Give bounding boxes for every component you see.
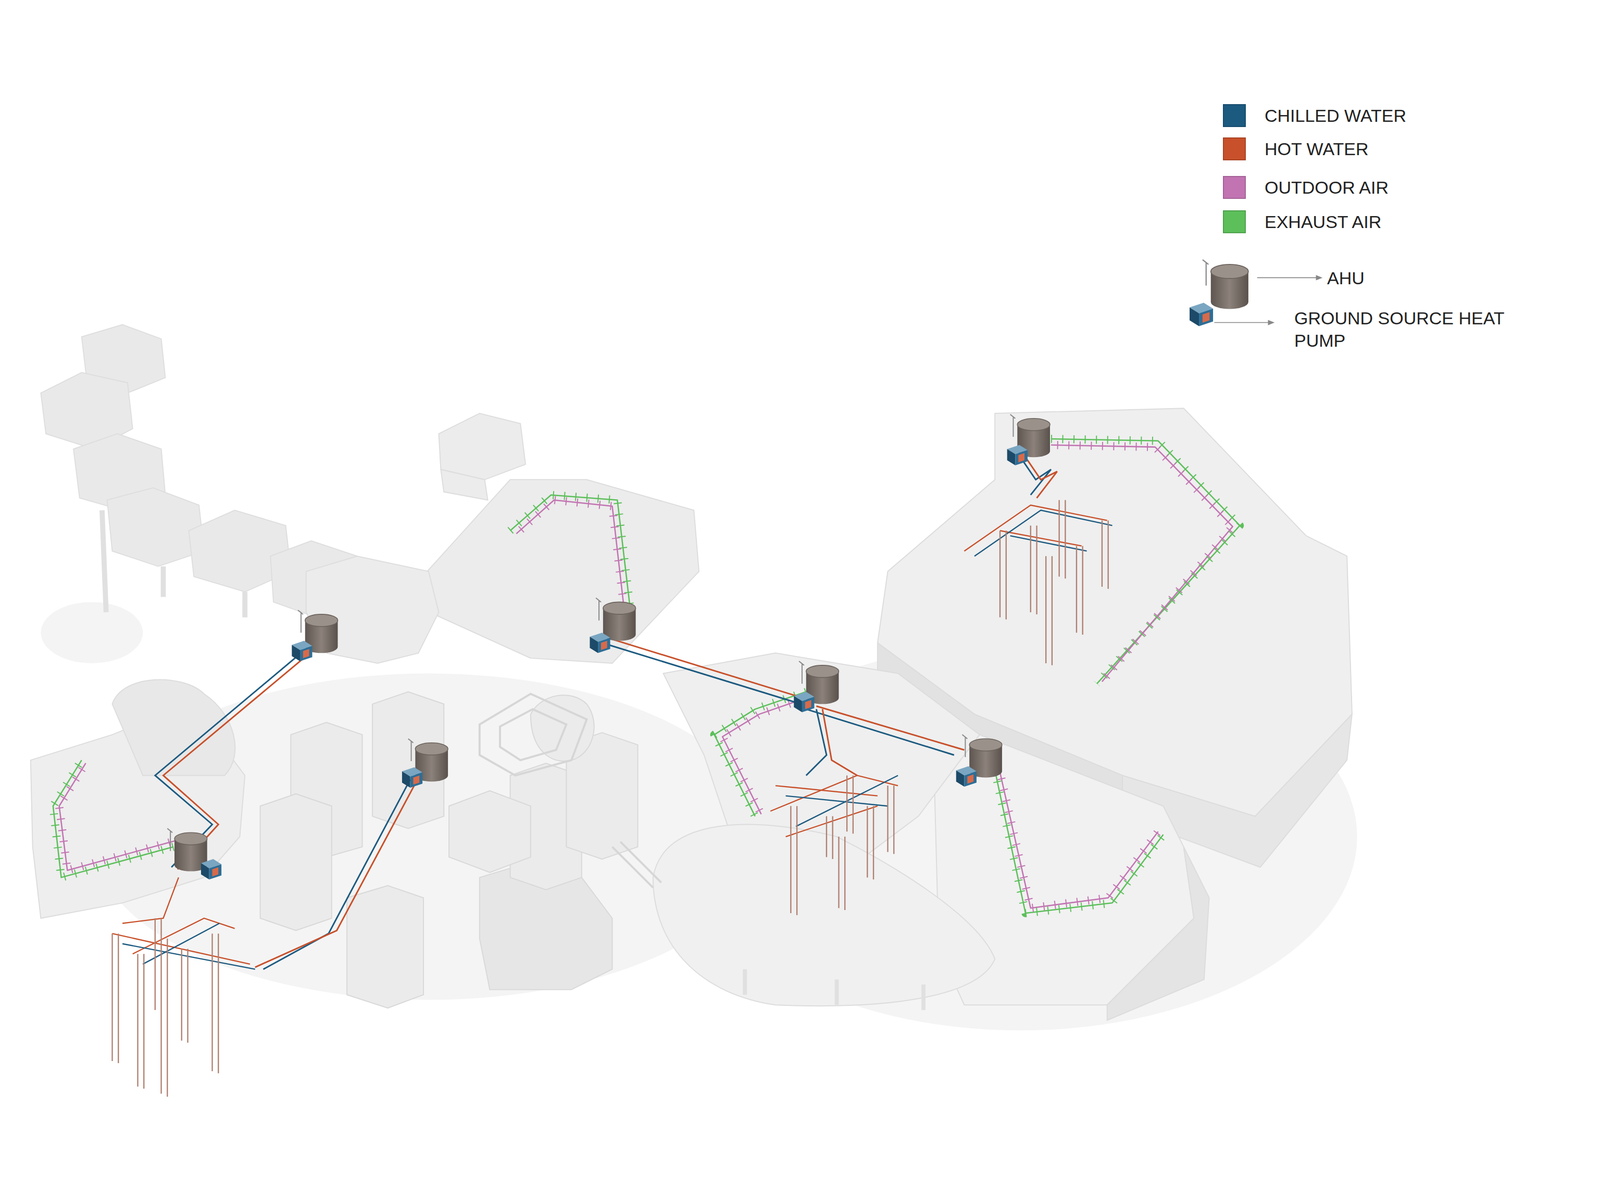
legend-text: HOT WATER [1264,138,1369,161]
legend-text: OUTDOOR AIR [1264,176,1389,199]
legend-swatch [1222,210,1246,234]
legend-swatch [1222,104,1246,128]
legend-row: CHILLED WATER [1222,104,1407,128]
legend-text: EXHAUST AIR [1264,210,1382,234]
legend-row: OUTDOOR AIR [1222,176,1389,199]
legend-swatch [1222,176,1246,199]
legend-text: CHILLED WATER [1264,104,1407,128]
legend-text: GROUND SOURCE HEAT PUMP [1294,307,1524,352]
legend-text: AHU [1327,267,1484,290]
legend-row: HOT WATER [1222,137,1369,161]
legend-swatch [1222,137,1246,161]
legend-row: EXHAUST AIR [1222,210,1382,234]
